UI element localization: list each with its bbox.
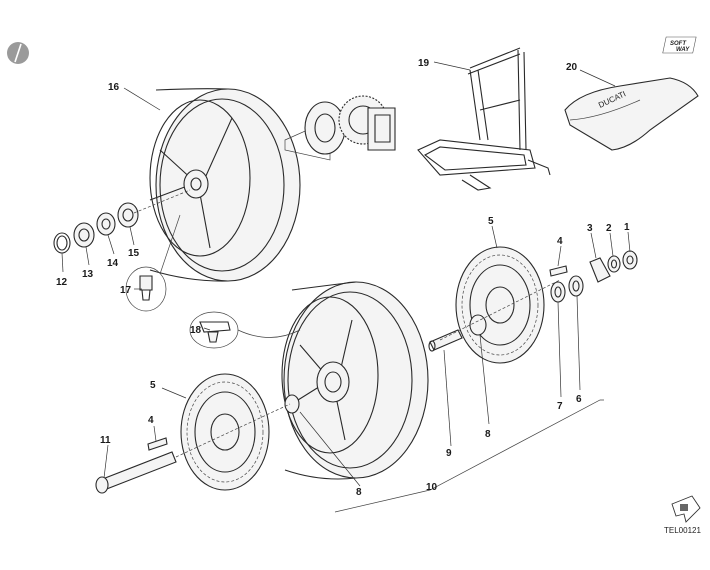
next-page-arrow-icon[interactable] [671,495,701,523]
callout-20: 20 [566,62,578,73]
leader-lines [61,61,631,487]
callout-19: 19 [418,58,430,69]
cap-1 [622,250,638,270]
callout-17: 17 [120,285,132,296]
valve-inset-18 [189,311,301,349]
callout-8-left: 8 [356,487,362,498]
callout-8-right: 8 [485,429,491,440]
front-wheel [281,281,429,480]
callout-2: 2 [606,223,612,234]
washer-7 [550,281,566,303]
callout-7: 7 [557,401,563,412]
rear-wheel [149,88,301,282]
section-marker-icon [7,42,29,64]
rear-sprocket-assembly [284,95,396,161]
callout-13: 13 [82,269,94,280]
callout-5-left: 5 [150,380,156,391]
callout-15: 15 [128,248,140,259]
brake-disc-right [455,246,545,364]
front-axle-11 [95,451,177,494]
spacer-9 [428,329,463,352]
callout-12: 12 [56,277,68,288]
brand-logo: SOFT WAY [662,36,697,54]
cover-20: DUCATI [564,77,699,151]
brake-disc-left [180,373,270,491]
callout-4-right: 4 [557,236,563,247]
callout-18: 18 [190,325,202,336]
callout-11: 11 [100,435,111,446]
washer-14 [96,212,116,236]
washer-15 [117,202,139,228]
nut-13 [73,222,95,248]
washer-2 [607,255,621,273]
callout-3: 3 [587,223,593,234]
circlip-12 [53,232,71,254]
valve-inset-17 [125,214,181,312]
group-bracket-10 [334,399,604,513]
callout-6: 6 [576,394,582,405]
callout-16: 16 [108,82,120,93]
callout-10: 10 [426,482,438,493]
callout-labels: 1 2 3 4 5 6 7 8 9 10 8 5 4 11 12 13 14 1… [56,58,630,498]
brand-line-2: WAY [676,47,690,53]
callout-5-right: 5 [488,216,494,227]
nut-3 [589,257,611,283]
reference-code: TEL00121 [664,526,701,535]
callout-1: 1 [624,222,630,233]
brand-line-1: SOFT [670,41,687,47]
callout-9: 9 [446,448,452,459]
screw-4-right [549,265,568,277]
paddock-stand-19 [417,47,551,191]
callout-14: 14 [107,258,119,269]
washer-6 [568,275,584,297]
screw-4-left [147,437,168,451]
callout-4-left: 4 [148,415,154,426]
